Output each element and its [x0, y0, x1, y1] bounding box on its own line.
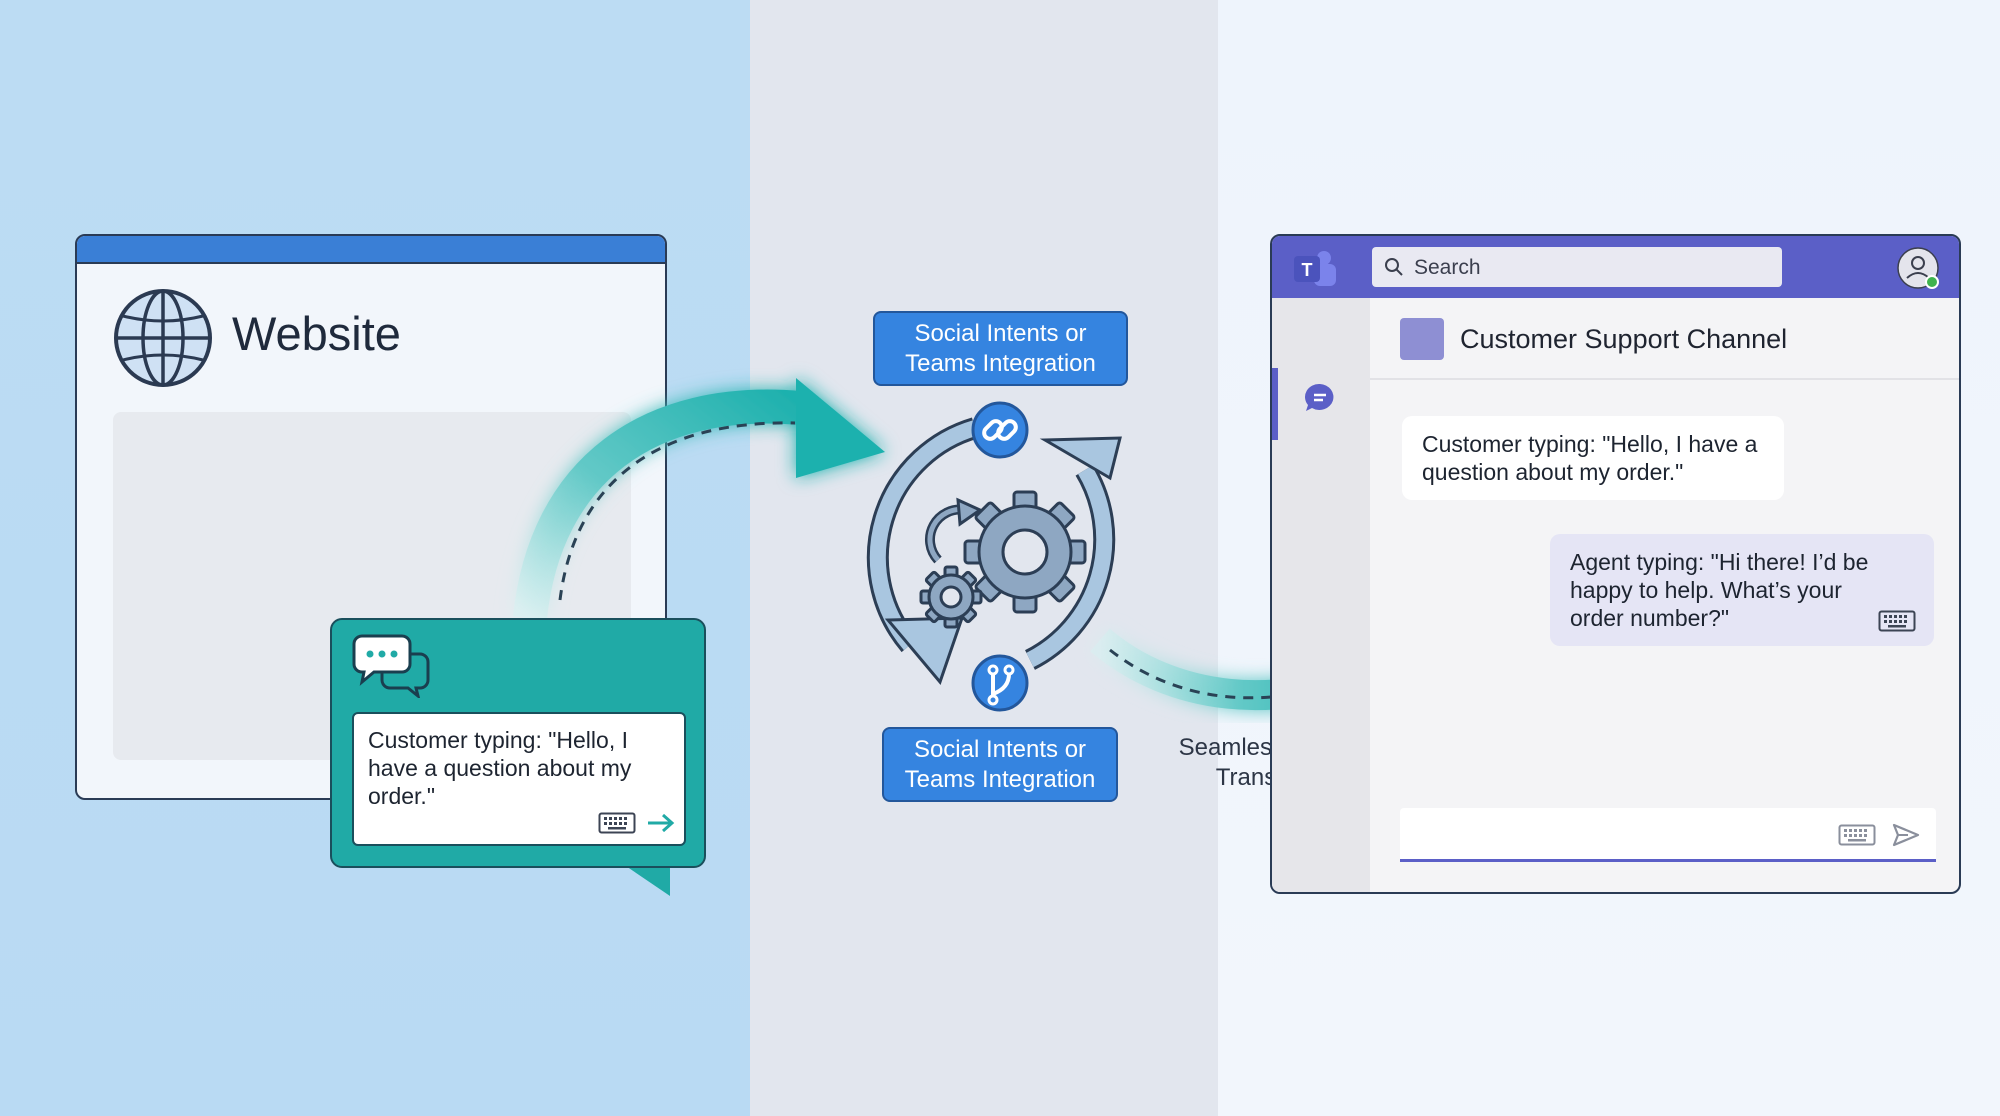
svg-text:T: T: [1302, 260, 1313, 280]
teams-header: T Search: [1272, 236, 1959, 298]
cycle-arrows-icon: [866, 417, 1122, 685]
integration-label-top: Social Intents or Teams Integration: [873, 311, 1128, 386]
branch-icon: [971, 654, 1029, 712]
agent-message-text: Agent typing: "Hi there! I’d be happy to…: [1570, 549, 1869, 631]
teams-logo-icon[interactable]: T: [1292, 248, 1340, 288]
channel-avatar: [1400, 318, 1444, 360]
avatar-icon[interactable]: [1896, 246, 1940, 290]
keyboard-icon[interactable]: [598, 812, 636, 834]
website-title: Website: [232, 307, 401, 360]
integration-label-bottom: Social Intents or Teams Integration: [882, 727, 1118, 802]
rail-active-indicator: [1272, 368, 1278, 440]
channel-title: Customer Support Channel: [1460, 324, 1788, 354]
search-placeholder: Search: [1414, 256, 1481, 279]
channel-header: Customer Support Channel: [1370, 298, 1959, 380]
website-title-bar: [77, 236, 665, 264]
teams-window: T Search Customer Support Channel Custom…: [1270, 234, 1961, 894]
link-icon: [971, 401, 1029, 459]
send-icon[interactable]: [1892, 822, 1920, 848]
globe-icon: [114, 289, 212, 387]
chat-widget[interactable]: Customer typing: "Hello, I have a questi…: [330, 618, 706, 868]
send-arrow-icon[interactable]: [646, 812, 676, 834]
chat-widget-message: Customer typing: "Hello, I have a questi…: [368, 727, 632, 809]
flow-arrow-dash: [558, 421, 796, 601]
keyboard-icon[interactable]: [1838, 824, 1876, 846]
customer-message: Customer typing: "Hello, I have a questi…: [1402, 416, 1784, 500]
chat-icon[interactable]: [1302, 380, 1338, 416]
compose-box[interactable]: [1400, 808, 1936, 862]
search-icon: [1385, 258, 1403, 276]
teams-app-rail: [1272, 298, 1370, 892]
gears-icon: [919, 490, 1087, 629]
chat-widget-input[interactable]: Customer typing: "Hello, I have a questi…: [352, 712, 686, 846]
flow-arrow-to-integration: [513, 378, 885, 620]
agent-message: Agent typing: "Hi there! I’d be happy to…: [1550, 534, 1934, 646]
keyboard-icon[interactable]: [1878, 610, 1916, 632]
chat-bubbles-icon: [352, 634, 430, 698]
search-input[interactable]: Search: [1372, 247, 1782, 287]
